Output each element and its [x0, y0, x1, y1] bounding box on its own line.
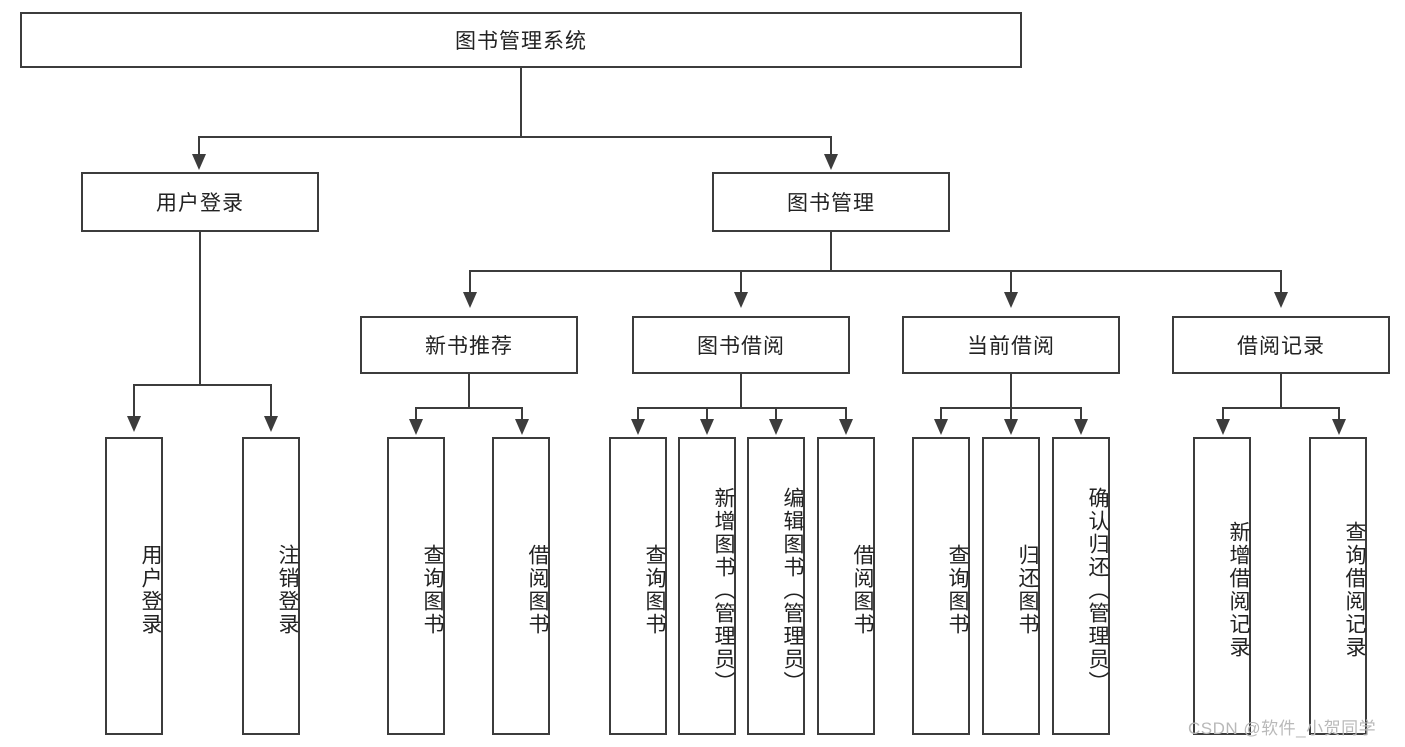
- leaf-borrow-book-1-label: 借阅图书: [526, 544, 549, 636]
- connector-book-manage-to-l3-1: [469, 270, 471, 294]
- watermark: CSDN @软件_小贺同学: [1188, 719, 1377, 738]
- arrow-br-to-leaf-1: [1216, 419, 1230, 435]
- arrow-br-to-leaf-2: [1332, 419, 1346, 435]
- leaf-user-logout-label: 注销登录: [276, 544, 299, 636]
- leaf-user-logout[interactable]: 注销登录: [242, 437, 300, 735]
- arrow-book-manage-to-l3-4: [1274, 292, 1288, 308]
- connector-bb-to-leaf-4: [845, 407, 847, 421]
- arrow-nbr-to-leaf-1: [409, 419, 423, 435]
- arrow-root-to-user-login: [192, 154, 206, 170]
- leaf-query-book-3[interactable]: 查询图书: [912, 437, 970, 735]
- leaf-borrow-book-2[interactable]: 借阅图书: [817, 437, 875, 735]
- node-current-borrow[interactable]: 当前借阅: [902, 316, 1120, 374]
- connector-new-book-recommend-stem: [468, 374, 470, 408]
- connector-nbr-to-leaf-2: [521, 407, 523, 421]
- node-new-book-recommend-label: 新书推荐: [425, 335, 513, 358]
- leaf-add-record[interactable]: 新增借阅记录: [1193, 437, 1251, 735]
- leaf-return-book-label: 归还图书: [1016, 544, 1039, 636]
- node-current-borrow-label: 当前借阅: [967, 335, 1055, 358]
- node-book-manage-label: 图书管理: [787, 192, 875, 215]
- connector-bb-to-leaf-1: [637, 407, 639, 421]
- connector-user-login-stem: [199, 232, 201, 385]
- connector-new-book-recommend-bus: [415, 407, 523, 409]
- connector-root-to-user-login: [198, 136, 200, 156]
- arrow-cb-to-leaf-1: [934, 419, 948, 435]
- leaf-query-book-1[interactable]: 查询图书: [387, 437, 445, 735]
- connector-br-to-leaf-2: [1338, 407, 1340, 421]
- leaf-query-record-label: 查询借阅记录: [1343, 521, 1366, 659]
- connector-root-bus: [198, 136, 832, 138]
- leaf-query-record[interactable]: 查询借阅记录: [1309, 437, 1367, 735]
- node-user-login[interactable]: 用户登录: [81, 172, 319, 232]
- connector-user-login-to-leaf-1: [133, 384, 135, 418]
- node-user-login-label: 用户登录: [156, 192, 244, 215]
- leaf-add-book[interactable]: 新增图书（管理员）: [678, 437, 736, 735]
- arrow-cb-to-leaf-2: [1004, 419, 1018, 435]
- connector-book-borrow-bus: [637, 407, 847, 409]
- leaf-confirm-return-label: 确认归还（管理员）: [1086, 486, 1109, 694]
- connector-borrow-record-stem: [1280, 374, 1282, 408]
- arrow-user-login-to-leaf-2: [264, 416, 278, 432]
- leaf-borrow-book-2-label: 借阅图书: [851, 544, 874, 636]
- leaf-query-book-2-label: 查询图书: [643, 544, 666, 636]
- connector-current-borrow-stem: [1010, 374, 1012, 408]
- connector-book-manage-to-l3-3: [1010, 270, 1012, 294]
- connector-nbr-to-leaf-1: [415, 407, 417, 421]
- arrow-book-manage-to-l3-2: [734, 292, 748, 308]
- leaf-user-login[interactable]: 用户登录: [105, 437, 163, 735]
- node-root-label: 图书管理系统: [455, 30, 587, 53]
- connector-br-to-leaf-1: [1222, 407, 1224, 421]
- connector-book-manage-bus: [469, 270, 1281, 272]
- connector-cb-to-leaf-2: [1010, 407, 1012, 421]
- arrow-cb-to-leaf-3: [1074, 419, 1088, 435]
- connector-cb-to-leaf-1: [940, 407, 942, 421]
- connector-bb-to-leaf-2: [706, 407, 708, 421]
- arrow-nbr-to-leaf-2: [515, 419, 529, 435]
- connector-root-stem: [520, 68, 522, 137]
- connector-bb-to-leaf-3: [775, 407, 777, 421]
- connector-book-manage-to-l3-4: [1280, 270, 1282, 294]
- arrow-root-to-book-manage: [824, 154, 838, 170]
- arrow-book-manage-to-l3-3: [1004, 292, 1018, 308]
- leaf-confirm-return[interactable]: 确认归还（管理员）: [1052, 437, 1110, 735]
- leaf-borrow-book-1[interactable]: 借阅图书: [492, 437, 550, 735]
- leaf-query-book-1-label: 查询图书: [421, 544, 444, 636]
- connector-user-login-to-leaf-2: [270, 384, 272, 418]
- node-book-borrow[interactable]: 图书借阅: [632, 316, 850, 374]
- leaf-return-book[interactable]: 归还图书: [982, 437, 1040, 735]
- leaf-add-book-label: 新增图书（管理员）: [712, 486, 735, 694]
- connector-borrow-record-bus: [1222, 407, 1340, 409]
- arrow-bb-to-leaf-3: [769, 419, 783, 435]
- node-borrow-record-label: 借阅记录: [1237, 335, 1325, 358]
- arrow-bb-to-leaf-2: [700, 419, 714, 435]
- leaf-add-record-label: 新增借阅记录: [1227, 521, 1250, 659]
- connector-book-manage-to-l3-2: [740, 270, 742, 294]
- connector-root-to-book-manage: [830, 136, 832, 156]
- leaf-query-book-2[interactable]: 查询图书: [609, 437, 667, 735]
- leaf-query-book-3-label: 查询图书: [946, 544, 969, 636]
- arrow-bb-to-leaf-1: [631, 419, 645, 435]
- connector-cb-to-leaf-3: [1080, 407, 1082, 421]
- node-borrow-record[interactable]: 借阅记录: [1172, 316, 1390, 374]
- node-book-manage[interactable]: 图书管理: [712, 172, 950, 232]
- leaf-edit-book[interactable]: 编辑图书（管理员）: [747, 437, 805, 735]
- connector-user-login-bus: [133, 384, 271, 386]
- arrow-bb-to-leaf-4: [839, 419, 853, 435]
- node-new-book-recommend[interactable]: 新书推荐: [360, 316, 578, 374]
- connector-book-borrow-stem: [740, 374, 742, 408]
- node-book-borrow-label: 图书借阅: [697, 335, 785, 358]
- arrow-user-login-to-leaf-1: [127, 416, 141, 432]
- arrow-book-manage-to-l3-1: [463, 292, 477, 308]
- connector-book-manage-stem: [830, 232, 832, 271]
- leaf-user-login-label: 用户登录: [139, 544, 162, 636]
- node-root[interactable]: 图书管理系统: [20, 12, 1022, 68]
- leaf-edit-book-label: 编辑图书（管理员）: [781, 486, 804, 694]
